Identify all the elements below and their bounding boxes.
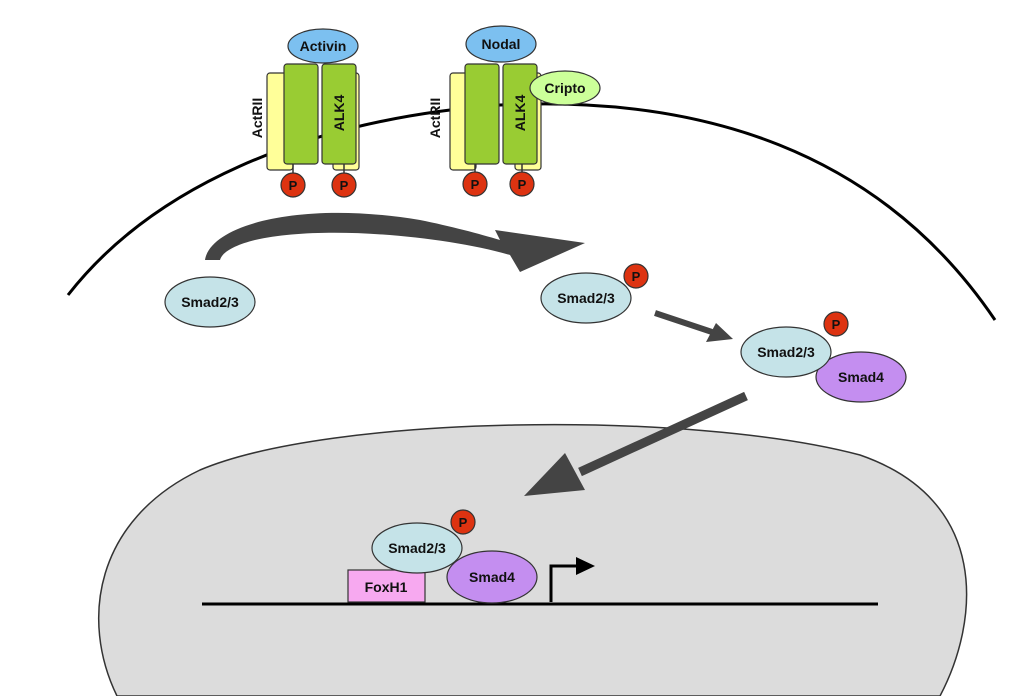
phosphate-label: P xyxy=(832,317,841,332)
smad4-label: Smad4 xyxy=(838,369,884,385)
phosphate-label: P xyxy=(340,178,349,193)
phosphate-group xyxy=(623,263,649,289)
nodal-receptor-complex: Nodal Cripto ActRII ALK4 P P xyxy=(427,25,601,197)
phosphate-group xyxy=(509,171,535,197)
alk4-label: ALK4 xyxy=(331,95,347,132)
smad23-label: Smad2/3 xyxy=(181,294,239,310)
cell-membrane xyxy=(66,102,997,321)
transcription-arrowhead xyxy=(576,557,595,575)
foxh1-cofactor xyxy=(347,569,426,603)
phosphate-group xyxy=(331,172,357,198)
alk4-receptor xyxy=(283,63,319,165)
phosphate-label: P xyxy=(632,269,641,284)
phosphate-group xyxy=(462,171,488,197)
smad23-inactive xyxy=(164,276,256,328)
transcription-start-icon xyxy=(549,564,578,602)
smad23-label: Smad2/3 xyxy=(388,540,446,556)
phosphate-group xyxy=(823,311,849,337)
nucleus xyxy=(97,423,968,696)
smad23-phosphorylated xyxy=(540,272,632,324)
actrii-label: ActRII xyxy=(427,98,443,138)
complex-formation-arrow xyxy=(654,310,733,342)
foxh1-label: FoxH1 xyxy=(365,579,408,595)
phosphate-label: P xyxy=(289,178,298,193)
activin-ligand xyxy=(287,28,359,64)
phosphate-label: P xyxy=(459,515,468,530)
smad23-label: Smad2/3 xyxy=(757,344,815,360)
smad23-in-complex xyxy=(740,326,832,378)
alk4-receptor xyxy=(321,63,357,165)
activin-receptor-complex: Activin ActRII ALK4 P P xyxy=(249,28,360,198)
phosphate-group xyxy=(450,509,476,535)
nodal-ligand xyxy=(465,25,537,63)
phosphate-label: P xyxy=(471,177,480,192)
actrii-label: ActRII xyxy=(249,98,265,138)
phosphate-label: P xyxy=(518,177,527,192)
phosphorylation-arrow xyxy=(205,212,585,272)
cripto-coreceptor xyxy=(529,70,601,106)
alk4-receptor xyxy=(502,63,538,165)
smad23-nuclear xyxy=(371,522,463,574)
activin-label: Activin xyxy=(300,38,347,54)
phosphate-group xyxy=(280,172,306,198)
alk4-receptor xyxy=(464,63,500,165)
nuclear-translocation-arrow xyxy=(524,391,748,496)
smad23-label: Smad2/3 xyxy=(557,290,615,306)
smad4-nuclear xyxy=(446,550,538,604)
smad4 xyxy=(815,351,907,403)
nodal-label: Nodal xyxy=(482,36,521,52)
alk4-label: ALK4 xyxy=(512,95,528,132)
cripto-label: Cripto xyxy=(544,80,585,96)
smad4-label: Smad4 xyxy=(469,569,515,585)
